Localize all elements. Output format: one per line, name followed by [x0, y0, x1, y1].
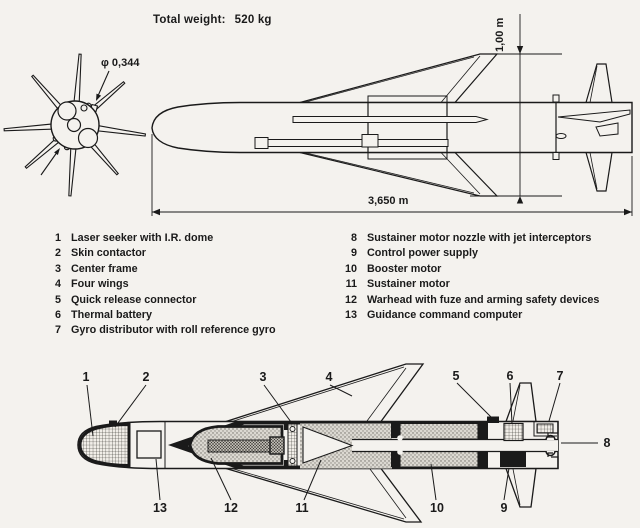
- callout-7: 7: [556, 369, 564, 383]
- part-number: 4: [54, 278, 61, 291]
- span-dimension-label: 1,00 m: [494, 17, 506, 52]
- parts-list-item: 7 Gyro distributor with roll reference gy…: [41, 323, 276, 338]
- parts-list-item: 4 Four wings: [41, 277, 276, 292]
- part-label: Warhead with fuze and arming safety devi…: [367, 293, 600, 306]
- parts-list-item: 1 Laser seeker with I.R. dome: [41, 231, 276, 246]
- length-dimension-label: 3,650 m: [368, 195, 409, 207]
- part-number: 6: [54, 309, 61, 322]
- parts-list-item: 9 Control power supply: [337, 246, 599, 261]
- part-number: 7: [54, 324, 61, 337]
- callout-12: 12: [224, 501, 238, 515]
- callout-4: 4: [325, 370, 333, 384]
- part-number: 3: [54, 262, 61, 275]
- part-label: Laser seeker with I.R. dome: [71, 232, 214, 244]
- part-label: Control power supply: [367, 247, 478, 260]
- part-label: Sustainer motor nozzle with jet intercep…: [367, 232, 592, 244]
- parts-list-item: 13 Guidance command computer: [337, 308, 599, 323]
- parts-list-item: 5 Quick release connector: [41, 293, 276, 308]
- part-label: Thermal battery: [71, 309, 153, 322]
- part-number: 13: [344, 309, 357, 322]
- part-label: Guidance command computer: [367, 309, 523, 322]
- part-number: 12: [344, 293, 357, 306]
- parts-list-item: 6 Thermal battery: [41, 308, 276, 323]
- parts-list-left: 1 Laser seeker with I.R. dome 2 Skin conta…: [41, 231, 276, 339]
- callout-11: 11: [295, 501, 309, 515]
- callout-5: 5: [452, 369, 460, 383]
- part-number: 11: [345, 278, 357, 291]
- front-view-diagram: [3, 53, 147, 197]
- part-number: 8: [350, 232, 357, 244]
- parts-list-item: 2 Skin contactor: [41, 246, 276, 261]
- callout-8: 8: [603, 436, 611, 450]
- part-label: Four wings: [71, 278, 129, 291]
- part-label: Center frame: [71, 262, 138, 275]
- callout-13: 13: [153, 501, 167, 515]
- part-label: Gyro distributor with roll reference gyr…: [71, 324, 276, 337]
- callout-2: 2: [142, 370, 150, 384]
- parts-list-right: 8 Sustainer motor nozzle with jet interce…: [337, 231, 599, 323]
- parts-list-item: 3 Center frame: [41, 262, 276, 277]
- part-number: 2: [54, 247, 61, 260]
- cutaway-diagram: [77, 363, 598, 523]
- total-weight-value: 520 kg: [234, 14, 272, 26]
- part-number: 10: [344, 262, 357, 275]
- parts-list-item: 12 Warhead with fuze and arming safety de…: [337, 293, 599, 308]
- part-label: Quick release connector: [71, 293, 197, 306]
- part-number: 1: [54, 232, 61, 244]
- parts-list-item: 11 Sustainer motor: [337, 277, 599, 292]
- total-weight: Total weight: 520 kg: [153, 14, 272, 26]
- side-view-diagram: [151, 14, 633, 216]
- parts-list-item: 10 Booster motor: [337, 262, 599, 277]
- callout-9: 9: [500, 501, 508, 515]
- part-label: Sustainer motor: [367, 278, 450, 291]
- part-label: Skin contactor: [71, 247, 146, 260]
- callout-10: 10: [430, 501, 444, 515]
- callout-3: 3: [259, 370, 267, 384]
- diameter-label: φ 0,344: [101, 57, 140, 69]
- total-weight-label: Total weight:: [153, 14, 226, 26]
- part-label: Booster motor: [367, 262, 442, 275]
- callout-1: 1: [82, 370, 90, 384]
- part-number: 9: [350, 247, 357, 260]
- parts-list-item: 8 Sustainer motor nozzle with jet interce…: [337, 231, 599, 246]
- callout-6: 6: [506, 369, 514, 383]
- part-number: 5: [54, 293, 61, 306]
